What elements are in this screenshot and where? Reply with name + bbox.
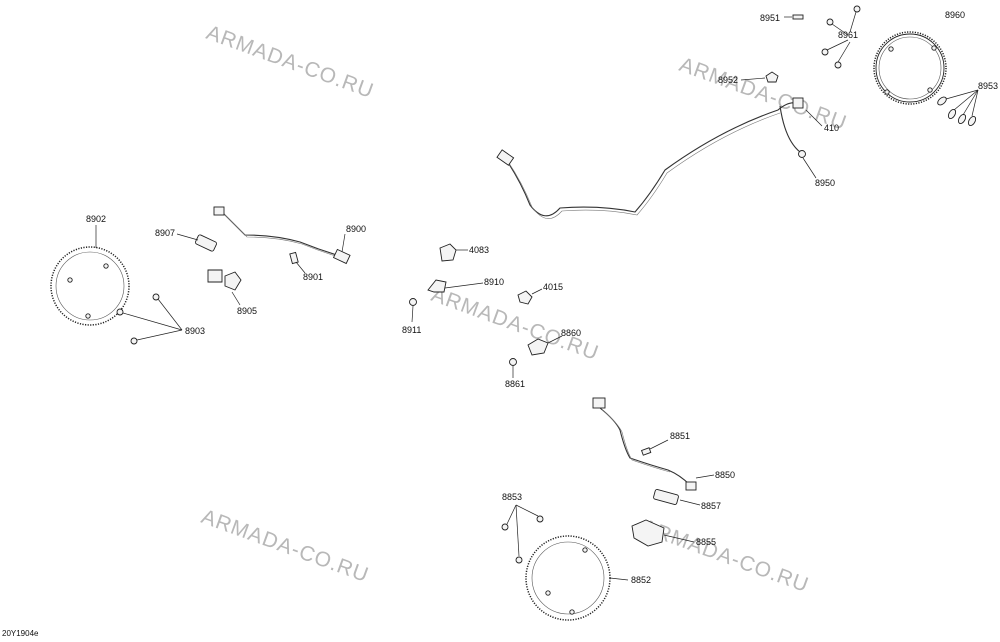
callout-8852: 8852 bbox=[631, 575, 651, 585]
callout-4015: 4015 bbox=[543, 282, 563, 292]
bolt-8951 bbox=[784, 14, 804, 20]
bracket-8905 bbox=[207, 269, 242, 306]
callout-8902: 8902 bbox=[86, 214, 106, 224]
callout-4083: 4083 bbox=[469, 245, 489, 255]
callout-8860: 8860 bbox=[561, 328, 581, 338]
screws-8961 bbox=[821, 5, 861, 69]
callout-8903: 8903 bbox=[185, 326, 205, 336]
nut-8911 bbox=[409, 298, 417, 323]
clip-8952 bbox=[740, 71, 779, 83]
sensor-harness-8950 bbox=[496, 97, 823, 219]
callout-8900: 8900 bbox=[346, 224, 366, 234]
bolt-8851 bbox=[640, 439, 669, 456]
tone-ring-top-right bbox=[873, 31, 947, 105]
callout-8907: 8907 bbox=[155, 228, 175, 238]
drawing-code: 20Y1904e bbox=[2, 629, 39, 638]
callout-8905: 8905 bbox=[237, 306, 257, 316]
cover-8907 bbox=[176, 233, 217, 252]
sensor-harness-8900 bbox=[213, 206, 351, 265]
callout-8960: 8960 bbox=[945, 10, 965, 20]
screws-8953 bbox=[937, 89, 979, 127]
callouts: 8951 8961 8960 8952 8953 410 8950 8902 8… bbox=[86, 10, 998, 585]
callout-8950: 8950 bbox=[815, 178, 835, 188]
bracket-8855 bbox=[631, 519, 695, 547]
tone-ring-8902 bbox=[50, 225, 130, 326]
connector-4083 bbox=[439, 243, 468, 262]
nut-8861 bbox=[509, 358, 517, 378]
callout-8901: 8901 bbox=[303, 272, 323, 282]
tone-ring-8852 bbox=[525, 535, 629, 621]
callout-8961: 8961 bbox=[838, 30, 858, 40]
watermarks: ARMADA-CO.RU ARMADA-CO.RU ARMADA-CO.RU A… bbox=[198, 21, 850, 597]
callout-8861: 8861 bbox=[505, 379, 525, 389]
watermark: ARMADA-CO.RU bbox=[638, 515, 812, 597]
callout-8853: 8853 bbox=[502, 492, 522, 502]
callout-8951: 8951 bbox=[760, 13, 780, 23]
bracket-8860 bbox=[527, 335, 563, 356]
cover-8857 bbox=[653, 489, 701, 506]
sensor-harness-8850 bbox=[592, 397, 715, 491]
callout-8855: 8855 bbox=[696, 537, 716, 547]
bolt-8901 bbox=[289, 251, 306, 274]
callout-8911: 8911 bbox=[402, 325, 421, 335]
callout-8910: 8910 bbox=[484, 277, 504, 287]
watermark: ARMADA-CO.RU bbox=[203, 21, 377, 103]
callout-8953: 8953 bbox=[978, 81, 998, 91]
callout-8857: 8857 bbox=[701, 501, 721, 511]
bracket-8910 bbox=[427, 279, 484, 293]
callout-8952: 8952 bbox=[718, 75, 738, 85]
screws-8853 bbox=[501, 504, 544, 564]
callout-8851: 8851 bbox=[670, 431, 690, 441]
connector-4015 bbox=[517, 288, 543, 305]
watermark: ARMADA-CO.RU bbox=[428, 283, 602, 365]
callout-8850: 8850 bbox=[715, 470, 735, 480]
screws-8903 bbox=[116, 293, 183, 345]
watermark: ARMADA-CO.RU bbox=[198, 505, 372, 587]
callout-410: 410 bbox=[824, 123, 839, 133]
